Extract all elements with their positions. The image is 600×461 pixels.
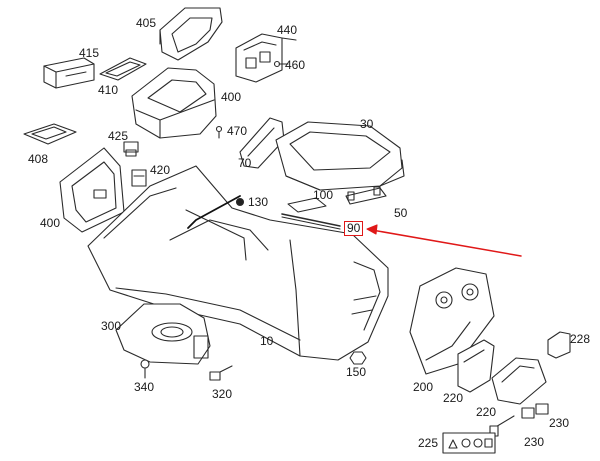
callout-10: 10 bbox=[260, 334, 274, 348]
part-230-switch-a bbox=[521, 403, 549, 419]
part-400-side-panel bbox=[59, 147, 125, 233]
part-100-pad bbox=[287, 197, 327, 213]
part-440-switch bbox=[235, 33, 297, 83]
callout-420: 420 bbox=[150, 163, 171, 177]
part-228-switch bbox=[547, 331, 571, 359]
part-90-strip bbox=[281, 213, 341, 230]
callout-470: 470 bbox=[227, 124, 248, 138]
part-415-module bbox=[43, 57, 95, 89]
callout-220-lower: 220 bbox=[476, 405, 497, 419]
part-225-label bbox=[442, 432, 496, 454]
part-300-storage bbox=[115, 303, 211, 365]
part-200-vent-panel bbox=[409, 267, 495, 375]
part-340-screw bbox=[140, 359, 150, 379]
part-420-switch bbox=[131, 169, 147, 187]
part-320-bulb bbox=[209, 365, 233, 381]
callout-460: 460 bbox=[285, 58, 306, 72]
callout-225: 225 bbox=[418, 436, 439, 450]
callout-130: 130 bbox=[248, 195, 269, 209]
callout-230-a: 230 bbox=[549, 416, 570, 430]
callout-90-highlighted: 90 bbox=[344, 221, 364, 236]
part-470-screw bbox=[215, 125, 223, 139]
callout-340: 340 bbox=[134, 380, 155, 394]
highlight-arrow bbox=[366, 224, 522, 257]
part-405-frame bbox=[159, 7, 223, 61]
callout-408: 408 bbox=[28, 152, 49, 166]
callout-415: 415 bbox=[79, 46, 100, 60]
part-130-screw bbox=[235, 197, 245, 207]
callout-405: 405 bbox=[136, 16, 157, 30]
part-408-plate bbox=[23, 123, 77, 145]
callout-30: 30 bbox=[360, 117, 374, 131]
part-400-housing bbox=[131, 67, 217, 139]
callout-300: 300 bbox=[101, 319, 122, 333]
callout-410: 410 bbox=[98, 83, 119, 97]
part-460-screw bbox=[273, 60, 289, 68]
callout-320: 320 bbox=[212, 387, 233, 401]
callout-440: 440 bbox=[277, 23, 298, 37]
callout-200: 200 bbox=[413, 380, 434, 394]
part-425-clip bbox=[123, 141, 139, 157]
callout-230-b: 230 bbox=[524, 435, 545, 449]
callout-400-upper: 400 bbox=[221, 90, 242, 104]
part-50-trim bbox=[345, 186, 387, 205]
callout-150: 150 bbox=[346, 365, 367, 379]
callout-425: 425 bbox=[108, 129, 129, 143]
part-150-nut bbox=[349, 351, 367, 365]
callout-70: 70 bbox=[238, 156, 252, 170]
part-30-armrest bbox=[275, 121, 405, 191]
callout-228: 228 bbox=[570, 332, 591, 346]
part-220-panel-lower bbox=[491, 357, 547, 405]
callout-50: 50 bbox=[394, 206, 408, 220]
callout-400-side: 400 bbox=[40, 216, 61, 230]
callout-220-upper: 220 bbox=[443, 391, 464, 405]
callout-100: 100 bbox=[313, 188, 334, 202]
part-220-panel-upper bbox=[457, 339, 495, 393]
part-410-mat bbox=[99, 57, 147, 81]
